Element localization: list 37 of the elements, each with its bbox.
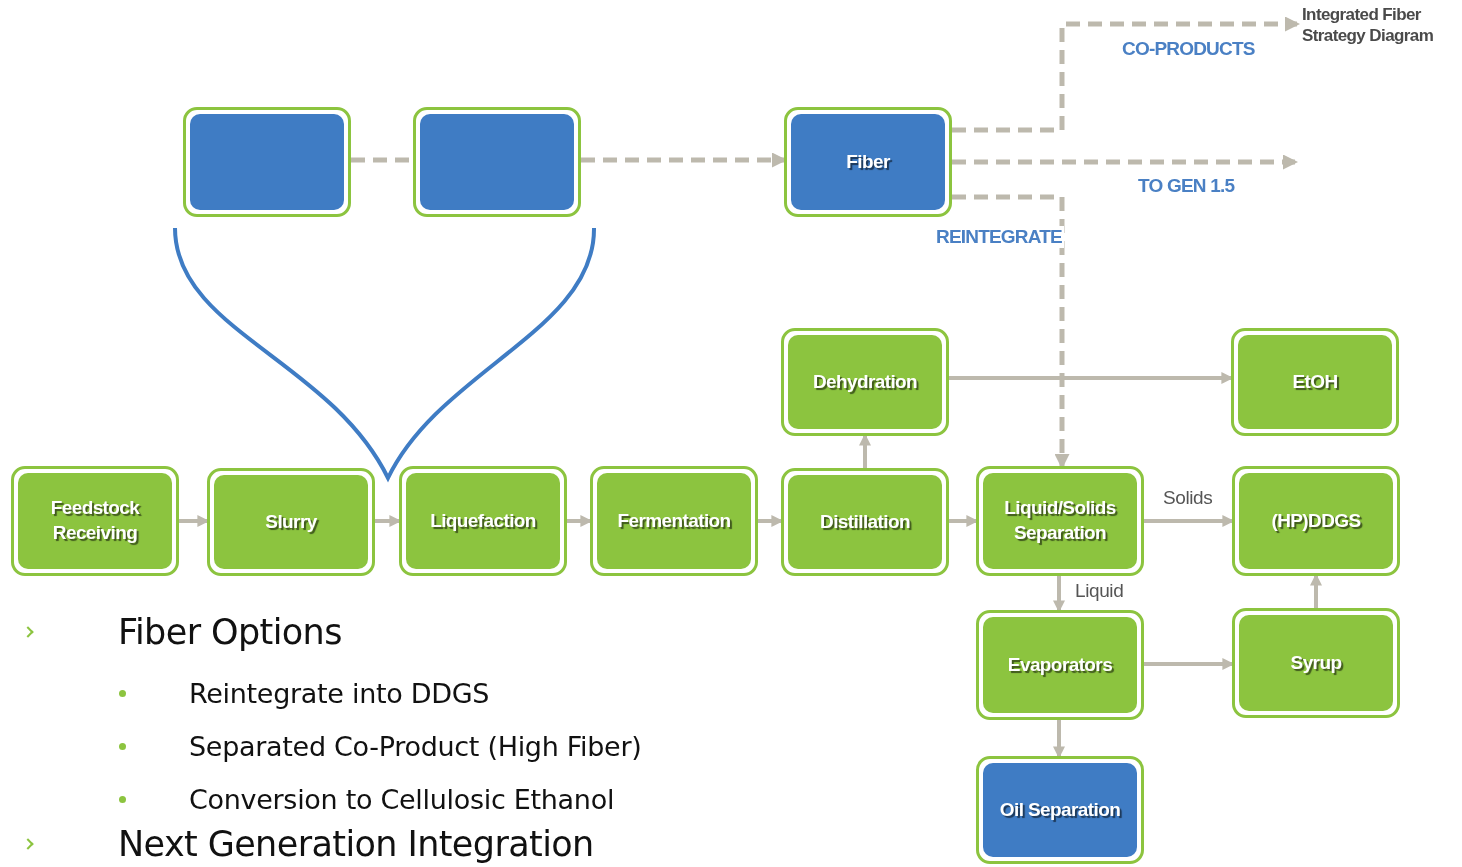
process-box bbox=[207, 468, 375, 576]
box-label: Liquefaction bbox=[430, 508, 536, 533]
box-label: Slurry bbox=[265, 509, 317, 534]
process-box bbox=[1231, 328, 1399, 436]
bullet-item: Conversion to Cellulosic Ethanol bbox=[189, 784, 615, 815]
box-label: Fermentation bbox=[617, 508, 731, 533]
edge-label: REINTEGRATE bbox=[934, 226, 1064, 248]
arrow bbox=[952, 16, 1300, 133]
box-label: Evaporators bbox=[1007, 652, 1113, 677]
process-box bbox=[781, 328, 949, 436]
process-box bbox=[1232, 608, 1400, 718]
box-label: Dehydration bbox=[812, 369, 918, 394]
process-box bbox=[1232, 466, 1400, 576]
box-label: (HP)DDGS bbox=[1271, 508, 1361, 533]
process-box bbox=[784, 107, 952, 217]
bullet-heading: Next Generation Integration bbox=[118, 824, 594, 864]
box-label: Syrup bbox=[1290, 650, 1342, 675]
process-box bbox=[976, 466, 1144, 576]
bullet-heading: Fiber Options bbox=[118, 612, 342, 652]
process-box bbox=[781, 468, 949, 576]
box-label: Oil Separation bbox=[999, 797, 1121, 822]
box-label: Feedstock Receiving bbox=[49, 496, 141, 545]
process-box bbox=[590, 466, 758, 576]
process-box bbox=[976, 610, 1144, 720]
empty-process-box bbox=[183, 107, 351, 217]
box-label: Fiber bbox=[846, 149, 890, 174]
process-box bbox=[11, 466, 179, 576]
box-label: EtOH bbox=[1292, 369, 1338, 394]
empty-process-box bbox=[413, 107, 581, 217]
bullet-item: Reintegrate into DDGS bbox=[189, 678, 490, 709]
bullet-item: Separated Co-Product (High Fiber) bbox=[189, 731, 642, 762]
process-box bbox=[399, 466, 567, 576]
diagram-title: Integrated Fiber Strategy Diagram bbox=[1302, 4, 1435, 47]
process-box bbox=[976, 756, 1144, 864]
box-label: Liquid/Solids Separation bbox=[1003, 496, 1117, 545]
arrow bbox=[952, 154, 1298, 170]
box-label: Distillation bbox=[820, 509, 910, 534]
